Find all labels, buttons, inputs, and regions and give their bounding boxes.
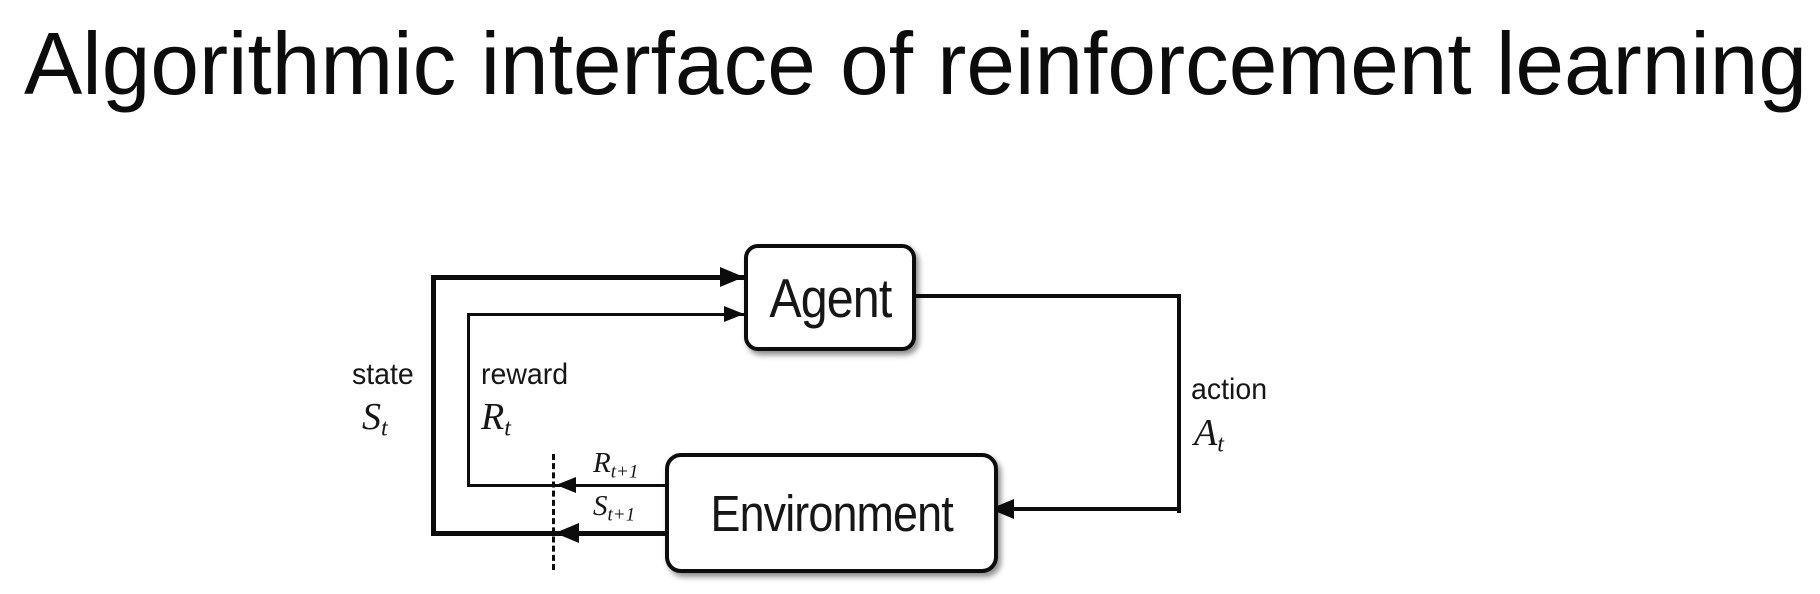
slide-title: Algorithmic interface of reinforcement l…	[24, 14, 1807, 113]
next-reward-symbol-base: R	[593, 447, 611, 479]
time-step-divider	[552, 454, 555, 570]
state-word-label: state	[352, 358, 414, 391]
action-line-right	[1177, 294, 1181, 513]
environment-box: Environment	[665, 453, 998, 573]
next-state-line	[431, 531, 667, 536]
reward-symbol-label: Rt	[481, 396, 511, 441]
action-symbol-label: At	[1194, 412, 1224, 457]
environment-label: Environment	[710, 484, 953, 542]
next-state-symbol-label: St+1	[593, 490, 635, 525]
state-symbol-label: St	[362, 396, 388, 441]
action-line-top	[908, 294, 1181, 298]
agent-box: Agent	[744, 244, 916, 351]
action-symbol-sub: t	[1217, 431, 1224, 458]
next-state-symbol-sub: t+1	[607, 504, 636, 526]
reward-to-agent-arrowhead-icon	[724, 306, 744, 322]
reward-symbol-base: R	[481, 396, 505, 438]
reward-word-label: reward	[481, 358, 569, 391]
state-symbol-base: S	[362, 396, 381, 438]
next-reward-symbol-sub: t+1	[610, 461, 639, 483]
reward-symbol-sub: t	[504, 415, 511, 442]
next-reward-symbol-label: Rt+1	[593, 447, 638, 482]
action-symbol-base: A	[1194, 412, 1218, 454]
action-line-bottom	[992, 507, 1181, 511]
next-state-arrowhead-icon	[555, 523, 579, 543]
reward-line-top	[467, 313, 744, 316]
action-word-label: action	[1191, 373, 1268, 406]
state-line-left	[431, 275, 436, 536]
agent-label: Agent	[768, 266, 892, 329]
slide-title-text: Algorithmic interface of reinforcement l…	[24, 14, 1807, 113]
next-reward-arrowhead-icon	[556, 477, 576, 493]
reward-line-left	[467, 313, 470, 487]
state-symbol-sub: t	[381, 415, 388, 442]
state-to-agent-arrowhead-icon	[720, 267, 744, 287]
next-state-symbol-base: S	[593, 490, 608, 522]
state-line-top	[431, 275, 744, 280]
